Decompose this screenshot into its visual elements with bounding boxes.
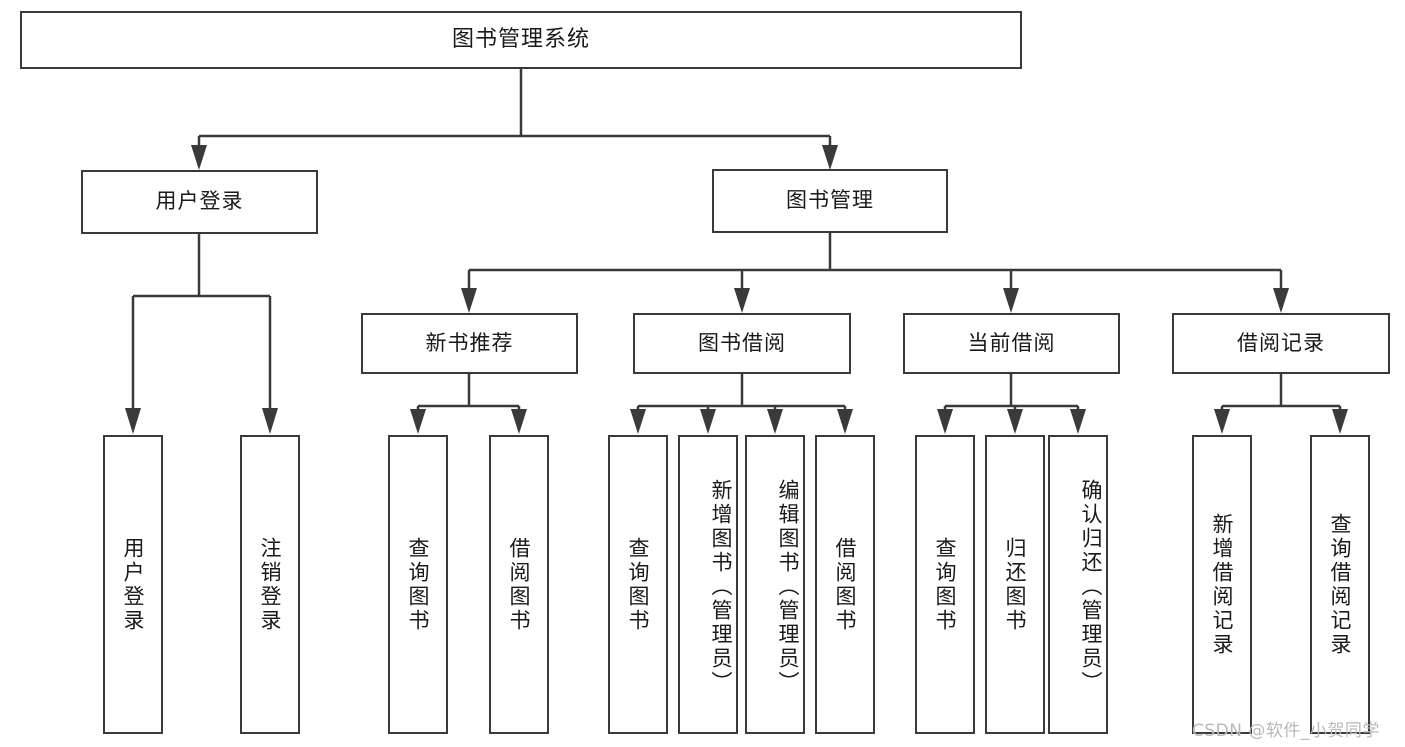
node-label: 注销登录 xyxy=(258,536,282,633)
csdn-watermark: CSDN @软件_小贺同学 xyxy=(1192,721,1380,741)
node-label: 新增图书（管理员） xyxy=(709,478,733,695)
node-label: 用户登录 xyxy=(155,189,244,214)
node-label: 查询图书 xyxy=(626,536,650,633)
leaf-confirm-return-admin[interactable]: 确认归还（管理员） xyxy=(1048,435,1108,734)
node-label: 查询借阅记录 xyxy=(1328,512,1352,657)
node-book-borrow[interactable]: 图书借阅 xyxy=(633,313,851,374)
leaf-add-borrow-record[interactable]: 新增借阅记录 xyxy=(1192,435,1252,734)
node-label: 借阅记录 xyxy=(1237,330,1325,355)
leaf-return-book[interactable]: 归还图书 xyxy=(985,435,1045,734)
node-new-book-recommend[interactable]: 新书推荐 xyxy=(361,313,578,374)
leaf-borrow-book[interactable]: 借阅图书 xyxy=(815,435,875,734)
node-borrow-record[interactable]: 借阅记录 xyxy=(1172,313,1390,374)
node-label: 借阅图书 xyxy=(507,536,531,633)
node-label: 用户登录 xyxy=(121,536,145,633)
node-book-management[interactable]: 图书管理 xyxy=(712,169,948,233)
leaf-query-book-current[interactable]: 查询图书 xyxy=(915,435,975,734)
node-label: 编辑图书（管理员） xyxy=(776,478,800,695)
leaf-user-login[interactable]: 用户登录 xyxy=(103,435,163,734)
node-label: 新增借阅记录 xyxy=(1210,512,1234,657)
leaf-add-book-admin[interactable]: 新增图书（管理员） xyxy=(678,435,738,734)
node-label: 图书借阅 xyxy=(698,330,786,355)
leaf-query-book-borrow[interactable]: 查询图书 xyxy=(608,435,668,734)
node-label: 确认归还（管理员） xyxy=(1079,478,1103,695)
node-label: 借阅图书 xyxy=(833,536,857,633)
node-user-login[interactable]: 用户登录 xyxy=(81,170,318,234)
leaf-edit-book-admin[interactable]: 编辑图书（管理员） xyxy=(745,435,805,734)
node-label: 查询图书 xyxy=(933,536,957,633)
node-label: 图书管理 xyxy=(786,188,874,213)
leaf-logout-login[interactable]: 注销登录 xyxy=(240,435,300,734)
node-label: 新书推荐 xyxy=(425,330,514,355)
node-root-system[interactable]: 图书管理系统 xyxy=(20,11,1022,69)
leaf-borrow-book-recommend[interactable]: 借阅图书 xyxy=(489,435,549,734)
node-current-borrow[interactable]: 当前借阅 xyxy=(903,313,1120,374)
node-label: 归还图书 xyxy=(1003,536,1027,633)
leaf-query-borrow-record[interactable]: 查询借阅记录 xyxy=(1310,435,1370,734)
node-label: 当前借阅 xyxy=(967,330,1056,355)
node-label: 查询图书 xyxy=(406,536,430,633)
leaf-query-book-recommend[interactable]: 查询图书 xyxy=(388,435,448,734)
node-label: 图书管理系统 xyxy=(451,26,590,52)
